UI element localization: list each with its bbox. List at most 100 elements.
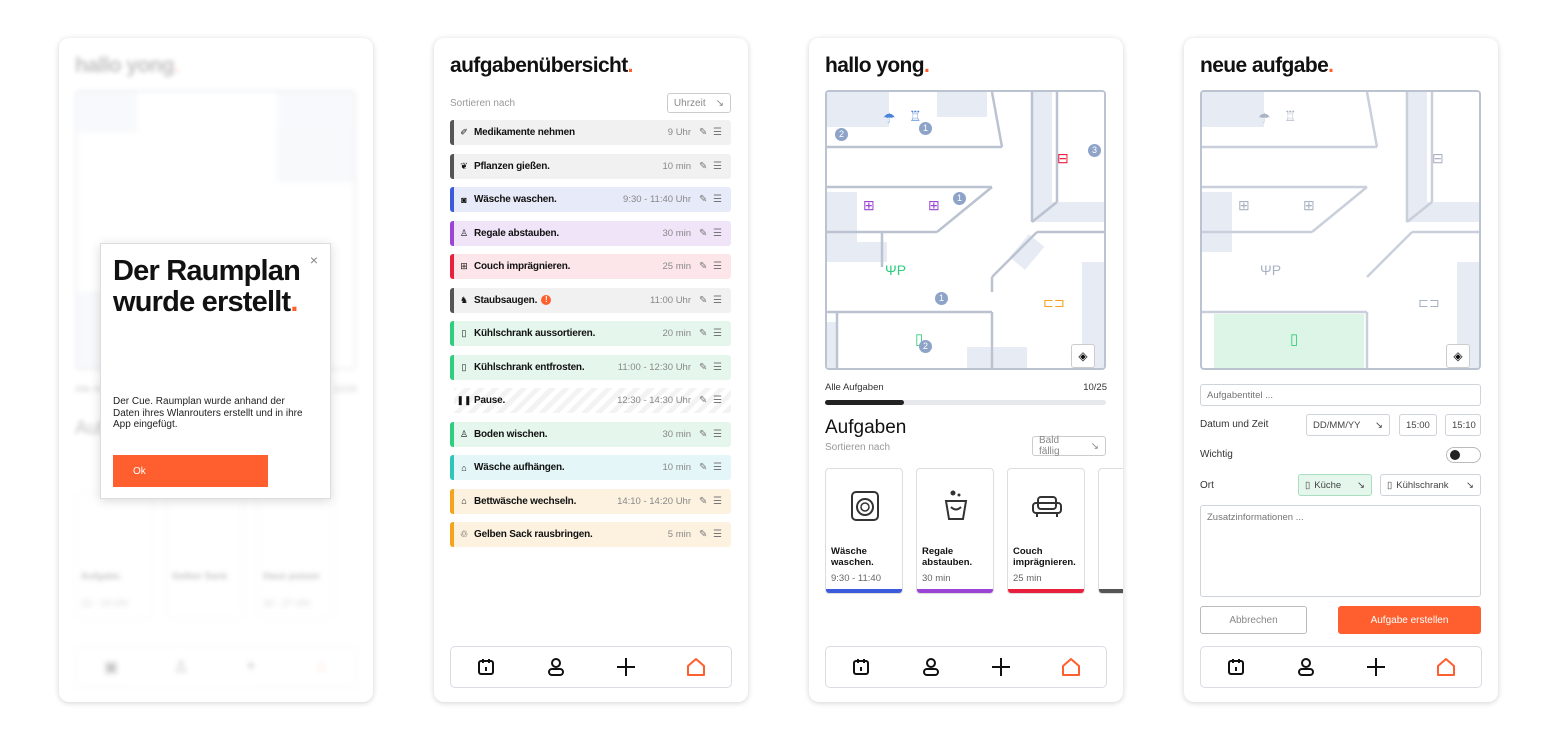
task-row[interactable]: ♙Boden wischen.30 min✎☰ bbox=[450, 421, 731, 447]
task-row[interactable]: ▯Kühlschrank aussortieren.20 min✎☰ bbox=[450, 321, 731, 346]
drag-handle-icon[interactable]: ☰ bbox=[713, 227, 722, 239]
drag-handle-icon[interactable]: ☰ bbox=[713, 462, 722, 473]
task-time: 11:00 - 12:30 Uhr bbox=[617, 361, 691, 373]
calendar-icon[interactable] bbox=[846, 652, 876, 682]
create-task-button[interactable]: Aufgabe erstellen bbox=[1338, 606, 1481, 634]
profile-icon[interactable] bbox=[916, 652, 946, 682]
drag-handle-icon[interactable]: ☰ bbox=[713, 261, 722, 272]
chevron-down-icon: ↘ bbox=[1375, 419, 1383, 431]
add-icon[interactable] bbox=[611, 652, 641, 682]
time-to-field[interactable]: 15:10 bbox=[1445, 414, 1481, 436]
spray-icon bbox=[944, 490, 968, 520]
edit-icon[interactable]: ✎ bbox=[699, 462, 708, 473]
calendar-icon[interactable] bbox=[1221, 652, 1251, 682]
room-select[interactable]: ▯Küche↘ bbox=[1298, 474, 1372, 496]
sort-select[interactable]: Bald fällig↘ bbox=[1032, 435, 1106, 457]
home-icon[interactable]: ⌂ bbox=[316, 658, 326, 675]
task-row[interactable]: ⌂Bettwäsche wechseln.14:10 - 14:20 Uhr✎☰ bbox=[450, 488, 731, 514]
drag-handle-icon[interactable]: ☰ bbox=[713, 328, 722, 339]
edit-icon[interactable]: ✎ bbox=[699, 529, 708, 540]
calendar-icon[interactable]: ▣ bbox=[103, 659, 119, 676]
edit-icon[interactable]: ✎ bbox=[699, 328, 708, 339]
task-card[interactable]: Couch imprägnieren. 25 min bbox=[1007, 468, 1085, 594]
edit-icon[interactable]: ✎ bbox=[699, 361, 708, 373]
task-time: 25 min bbox=[662, 261, 691, 272]
fridge-icon: ▯ bbox=[461, 361, 467, 372]
task-time: 5 min bbox=[667, 529, 691, 540]
bottom-nav: ▣ ♙ + ⌂ bbox=[75, 646, 357, 688]
floor-plan[interactable]: ☂ ♖ ⊟ ⊞ ⊞ ΨP ⊏⊐ ▯ 2 1 3 1 1 2 ◈ bbox=[825, 90, 1106, 370]
object-value: Kühlschrank bbox=[1396, 479, 1449, 491]
cancel-button[interactable]: Abbrechen bbox=[1200, 606, 1307, 634]
task-color-bar bbox=[450, 220, 454, 246]
close-icon[interactable]: × bbox=[309, 252, 318, 268]
task-row[interactable]: ◙Wäsche waschen.9:30 - 11:40 Uhr✎☰ bbox=[450, 187, 731, 212]
task-row[interactable]: ❦Pflanzen gießen.10 min✎☰ bbox=[450, 153, 731, 179]
add-icon[interactable] bbox=[1361, 652, 1391, 682]
edit-icon[interactable]: ✎ bbox=[699, 227, 708, 239]
ok-button[interactable]: Ok bbox=[113, 455, 268, 487]
drag-handle-icon[interactable]: ☰ bbox=[713, 294, 722, 306]
time-from-field[interactable]: 15:00 bbox=[1399, 414, 1437, 436]
drag-handle-icon[interactable]: ☰ bbox=[713, 160, 722, 172]
bottom-nav bbox=[450, 646, 732, 688]
edit-icon[interactable]: ✎ bbox=[699, 194, 708, 205]
drag-handle-icon[interactable]: ☰ bbox=[713, 428, 722, 440]
chevron-down-icon: ↘ bbox=[1090, 440, 1099, 452]
spray-icon: ♙ bbox=[459, 227, 469, 238]
add-icon[interactable]: + bbox=[246, 658, 256, 675]
drag-handle-icon[interactable]: ☰ bbox=[713, 495, 722, 507]
task-row[interactable]: ♞Staubsaugen.!11:00 Uhr✎☰ bbox=[450, 287, 731, 313]
drag-handle-icon[interactable]: ☰ bbox=[713, 361, 722, 373]
drag-handle-icon[interactable]: ☰ bbox=[713, 194, 722, 205]
drag-handle-icon[interactable]: ☰ bbox=[713, 127, 722, 138]
notes-textarea[interactable] bbox=[1200, 505, 1481, 597]
task-row[interactable]: ♲Gelben Sack rausbringen.5 min✎☰ bbox=[450, 522, 731, 547]
task-color-bar bbox=[450, 254, 454, 279]
profile-icon[interactable] bbox=[1291, 652, 1321, 682]
task-card[interactable]: Gelber Sack bbox=[166, 493, 244, 619]
edit-icon[interactable]: ✎ bbox=[699, 261, 708, 272]
drag-handle-icon[interactable]: ☰ bbox=[713, 395, 722, 406]
task-row[interactable]: ⌂Wäsche aufhängen.10 min✎☰ bbox=[450, 455, 731, 480]
home-icon[interactable] bbox=[681, 652, 711, 682]
sort-select[interactable]: Uhrzeit↘ bbox=[666, 93, 731, 113]
task-time: 10 min bbox=[662, 160, 691, 172]
shower-icon: ☂ bbox=[1258, 110, 1271, 126]
floor-plan[interactable]: ☂ ♖ ⊟ ⊞ ⊞ ΨP ⊏⊐ ▯ ◈ bbox=[1200, 90, 1481, 370]
object-select[interactable]: ▯Kühlschrank↘ bbox=[1380, 474, 1481, 496]
drag-handle-icon[interactable]: ☰ bbox=[713, 529, 722, 540]
edit-icon[interactable]: ✎ bbox=[699, 127, 708, 138]
edit-icon[interactable]: ✎ bbox=[699, 395, 708, 406]
important-toggle[interactable] bbox=[1446, 447, 1481, 463]
task-row[interactable]: ⊞Couch imprägnieren.25 min✎☰ bbox=[450, 254, 731, 279]
edit-icon[interactable]: ✎ bbox=[699, 160, 708, 172]
calendar-icon[interactable] bbox=[471, 652, 501, 682]
edit-icon[interactable]: ✎ bbox=[699, 495, 708, 507]
task-card[interactable] bbox=[1098, 468, 1123, 594]
layers-icon[interactable]: ◈ bbox=[1071, 344, 1095, 368]
fridge-icon: ▯ bbox=[1290, 331, 1299, 348]
task-title-input[interactable] bbox=[1200, 384, 1481, 406]
date-select[interactable]: DD/MM/YY↘ bbox=[1306, 414, 1390, 436]
task-card[interactable]: Aufgabe.12 - 14 Uhr bbox=[75, 493, 153, 619]
add-icon[interactable] bbox=[986, 652, 1016, 682]
task-row[interactable]: ♙Regale abstauben.30 min✎☰ bbox=[450, 220, 731, 246]
task-card[interactable]: Regale abstauben. 30 min bbox=[916, 468, 994, 594]
task-row[interactable]: ❚❚Pause.12:30 - 14:30 Uhr✎☰ bbox=[450, 388, 731, 413]
home-icon[interactable] bbox=[1431, 652, 1461, 682]
edit-icon[interactable]: ✎ bbox=[699, 428, 708, 440]
hanger-icon: ⌂ bbox=[461, 462, 467, 473]
task-row[interactable]: ▯Kühlschrank entfrosten.11:00 - 12:30 Uh… bbox=[450, 354, 731, 380]
dresser-icon: ⊞ bbox=[1303, 197, 1315, 213]
task-card[interactable]: Wäsche waschen. 9:30 - 11:40 bbox=[825, 468, 903, 594]
home-icon[interactable] bbox=[1056, 652, 1086, 682]
profile-icon[interactable] bbox=[541, 652, 571, 682]
task-time: 14:10 - 14:20 Uhr bbox=[617, 495, 691, 507]
card-time: 25 min bbox=[1013, 573, 1042, 584]
layers-icon[interactable]: ◈ bbox=[1446, 344, 1470, 368]
profile-icon[interactable]: ♙ bbox=[173, 659, 189, 676]
edit-icon[interactable]: ✎ bbox=[699, 294, 708, 306]
